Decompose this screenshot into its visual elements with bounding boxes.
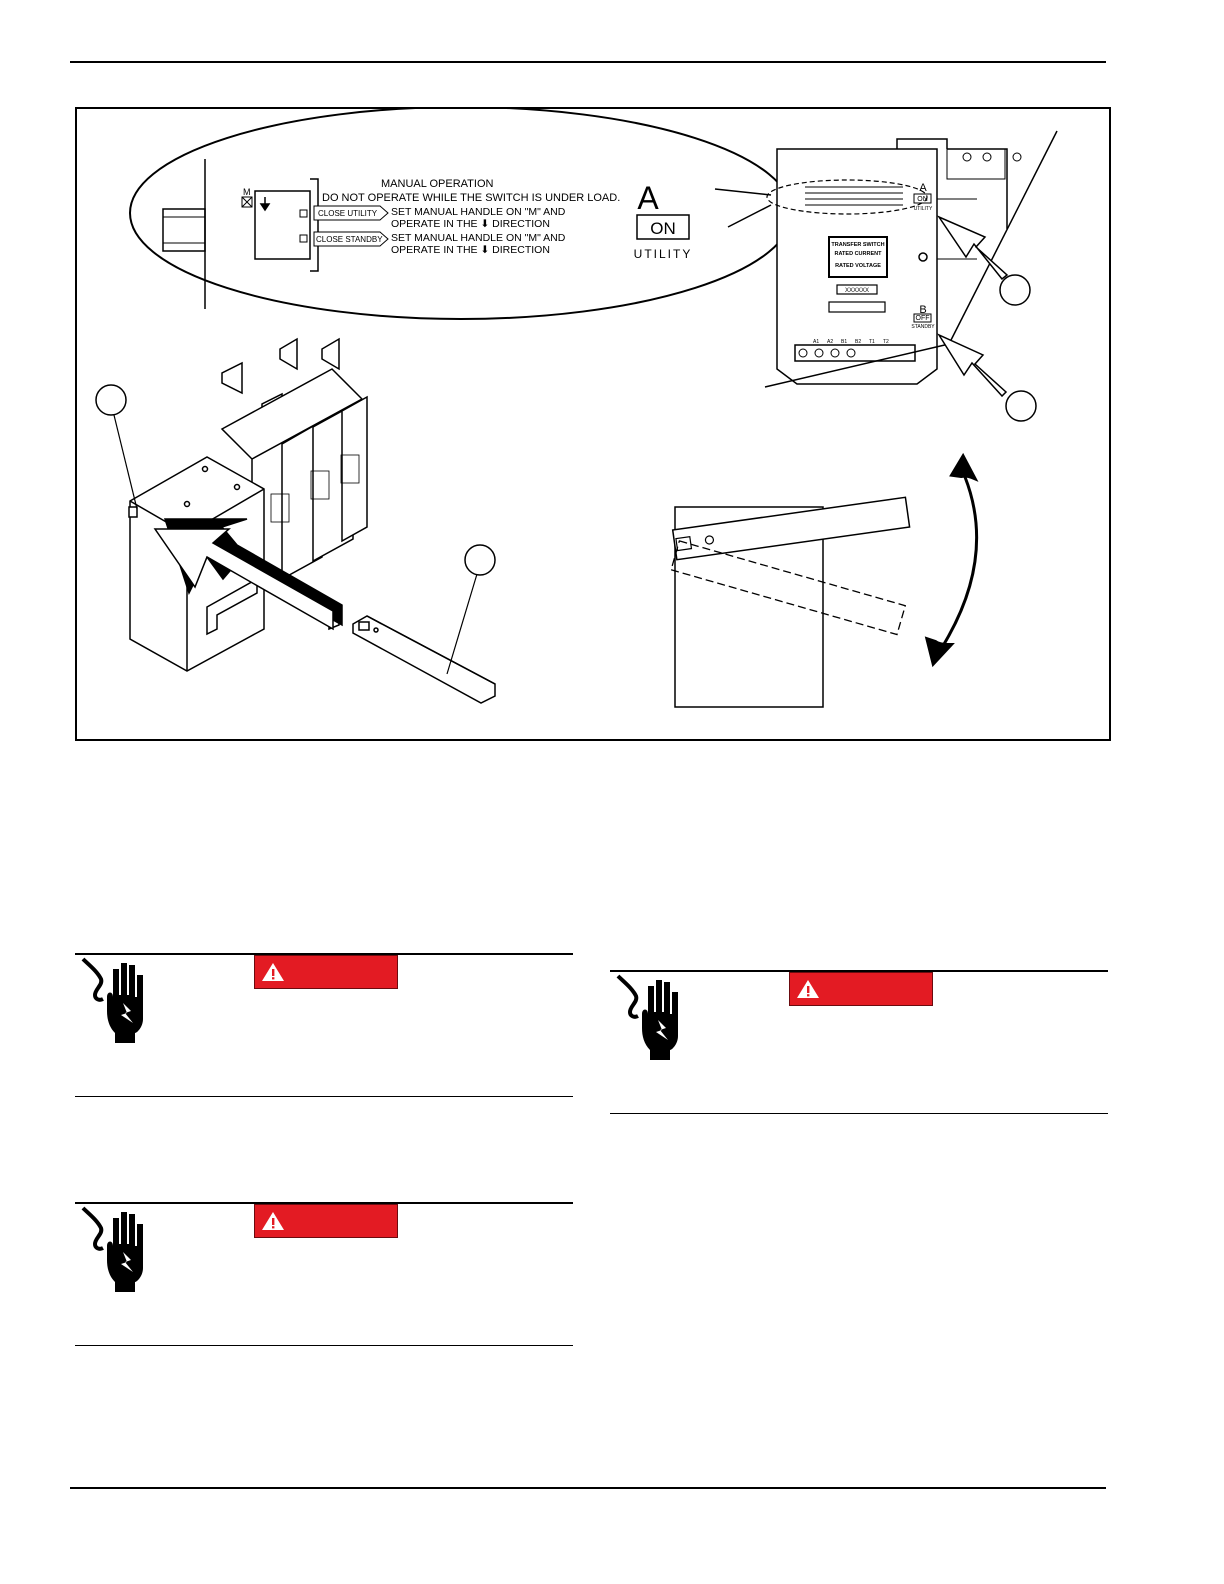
close-standby-tag: CLOSE STANDBY (316, 235, 383, 244)
close-utility-tag: CLOSE UTILITY (318, 209, 378, 218)
electrical-shock-hand-icon (81, 1206, 143, 1292)
indicator-state: ON (650, 219, 676, 238)
terminal-label: T1 (869, 339, 875, 345)
label-caution: DO NOT OPERATE WHILE THE SWITCH IS UNDER… (322, 192, 620, 204)
terminal-label: B1 (841, 339, 847, 345)
warning-box-1 (75, 953, 573, 1097)
row2-line2: OPERATE IN THE ⬇ DIRECTION (391, 244, 550, 256)
row2-line1: SET MANUAL HANDLE ON "M" AND (391, 232, 566, 244)
row1-line2: OPERATE IN THE ⬇ DIRECTION (391, 218, 550, 230)
panel-source-b: STANDBY (911, 324, 935, 330)
nameplate-line2: RATED CURRENT (835, 251, 883, 257)
panel-source-a: UTILITY (914, 206, 933, 212)
danger-badge (789, 972, 933, 1006)
warning-triangle-icon (262, 1212, 284, 1230)
indicator-letter: A (637, 180, 659, 216)
callout-circle (999, 274, 1031, 306)
header-rule (70, 61, 1106, 63)
nameplate-line1: TRANSFER SWITCH (831, 242, 884, 248)
panel-state-b: OFF (916, 315, 930, 322)
handle-mark: M (243, 187, 251, 197)
nameplate-line3: RATED VOLTAGE (835, 263, 881, 269)
callout-circle (1005, 390, 1037, 422)
terminal-label: B2 (855, 339, 861, 345)
warning-triangle-icon (797, 980, 819, 998)
manual-operation-figure: M MANUAL OPERATION DO NOT OPERATE WHILE … (75, 107, 1111, 741)
label-callout: M MANUAL OPERATION DO NOT OPERATE WHILE … (129, 109, 793, 320)
electrical-shock-hand-icon (616, 974, 678, 1060)
panel-letter-b: B (919, 304, 926, 316)
warning-box-2 (75, 1202, 573, 1346)
terminal-label: A2 (827, 339, 833, 345)
warning-box-3 (610, 970, 1108, 1114)
pointer-arrow-icon (937, 333, 1008, 398)
row1-line1: SET MANUAL HANDLE ON "M" AND (391, 206, 566, 218)
handle-travel-detail (670, 452, 979, 708)
indicator-source: UTILITY (634, 247, 693, 261)
label-title: MANUAL OPERATION (381, 178, 494, 190)
switch-isometric-view (95, 337, 496, 704)
footer-rule (70, 1487, 1106, 1489)
warning-triangle-icon (262, 963, 284, 981)
panel-state-a: ON (917, 196, 928, 203)
electrical-shock-hand-icon (81, 957, 143, 1043)
danger-badge (254, 955, 398, 989)
down-arrow-icon (259, 197, 271, 212)
figure-drawing: M MANUAL OPERATION DO NOT OPERATE WHILE … (95, 109, 1058, 708)
pointer-arrow-icon (936, 215, 1009, 281)
terminal-label: T2 (883, 339, 889, 345)
danger-badge (254, 1204, 398, 1238)
panel-letter-a: A (919, 182, 927, 194)
terminal-label: A1 (813, 339, 819, 345)
switch-panel-view: A ON UTILITY TRANSFER SWITCH RATED CURRE… (764, 130, 1058, 422)
panel-serial: XXXXXX (845, 288, 869, 294)
